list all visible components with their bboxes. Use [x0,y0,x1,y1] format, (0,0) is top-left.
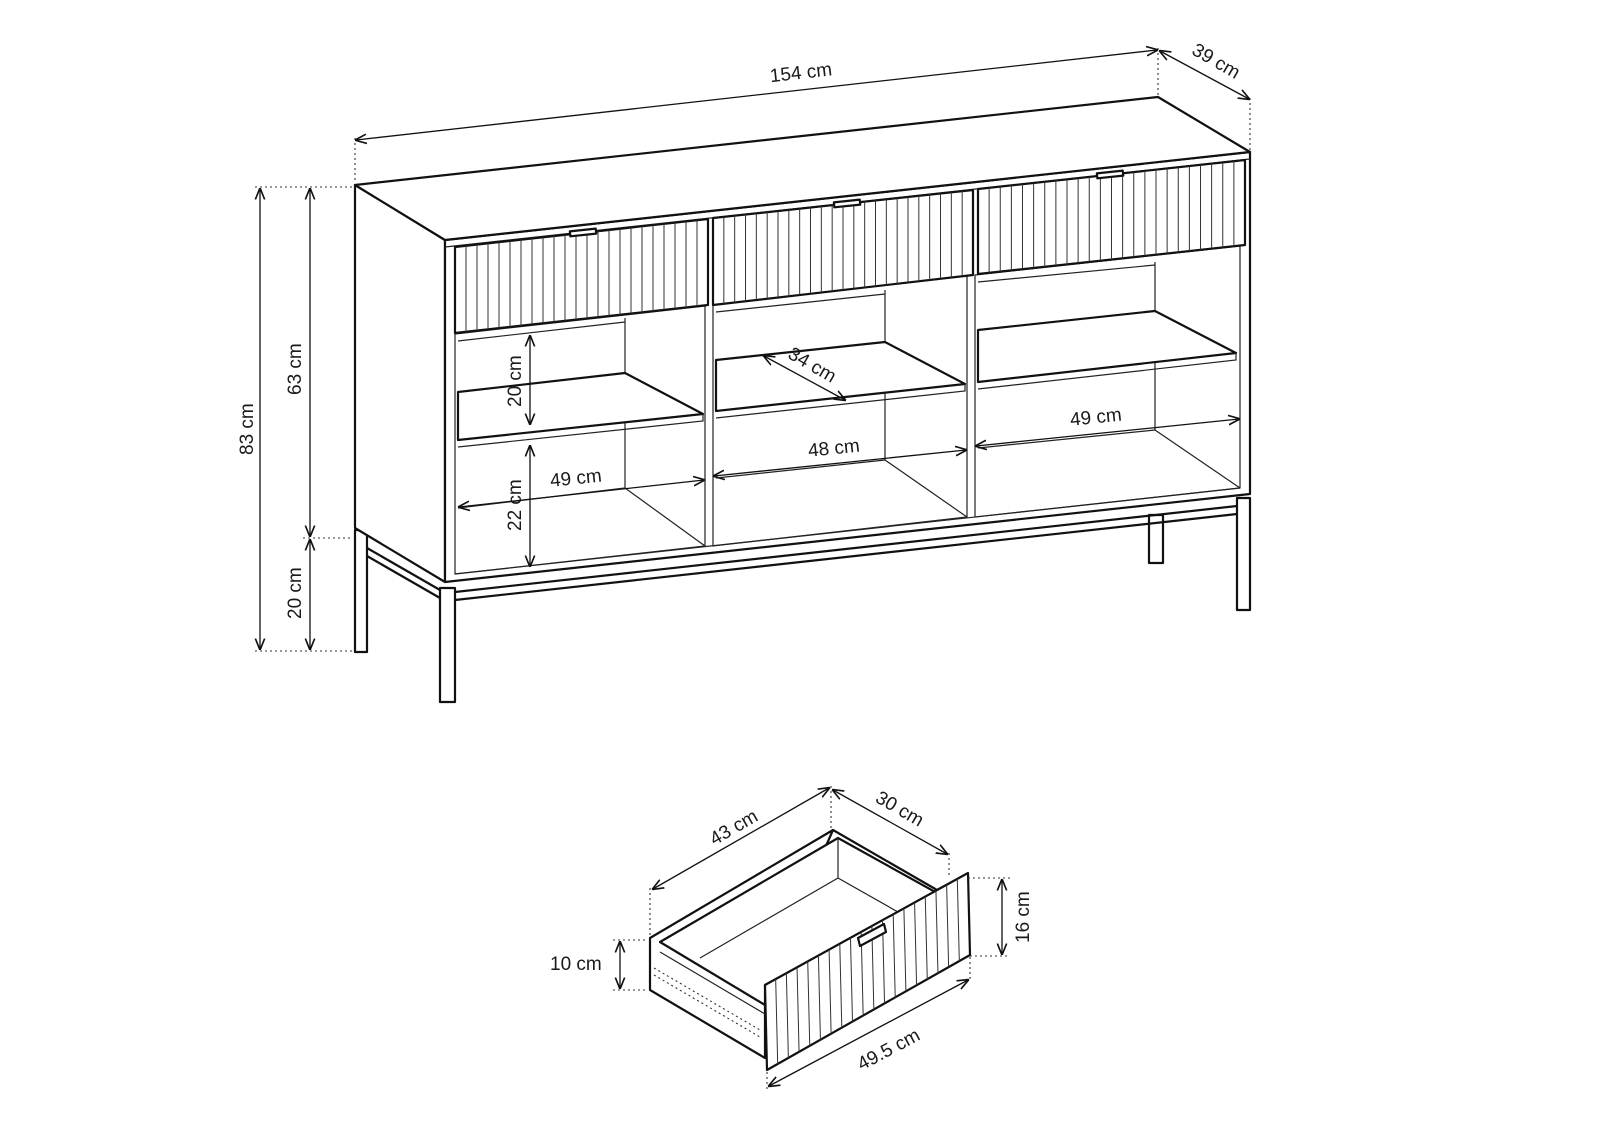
drawer-rib [935,890,939,974]
shelf-depth-dimension-line [764,356,845,400]
body-height-label: 63 cm [285,343,306,395]
leg-front-right [1235,496,1252,612]
drawer-side-height-label: 10 cm [550,954,602,975]
drawer-fronts [453,158,1247,335]
drawer-rib [946,884,950,968]
shelf-left [456,371,705,448]
drawer-rib [956,878,960,962]
drawer-back-width-label: 30 cm [872,787,927,831]
shelf-right [976,309,1238,390]
drawer-front-width-dimension-line [769,980,968,1086]
drawer-handle-left [568,227,598,238]
drawer-rib [924,896,928,980]
drawer-back-width-dimension-line [833,790,947,854]
upper-shelf-height-label: 20 cm [505,355,526,407]
depth-label: 39 cm [1188,40,1243,84]
drawer-side-inner-line [659,951,766,1015]
drawer-ribs [465,220,698,332]
left-compartment-width-dimension-line [459,480,704,507]
drawer-ribs [988,161,1235,273]
drawer-slide-rail [653,967,761,1031]
lower-shelf-height-label: 22 cm [505,479,526,531]
leg-height-label: 20 cm [285,567,306,619]
width-dimension-line [356,50,1157,140]
side-panel-left [353,183,447,584]
drawer-front-height-label: 16 cm [1013,891,1034,943]
depth-dimension-line [1160,51,1249,99]
total-height-label: 83 cm [237,403,258,455]
width-label: 154 cm [769,59,833,87]
drawer-handle-middle [832,198,862,209]
leg-frame [366,504,1238,602]
drawer-floor-edge [837,877,906,917]
drawer-side-length-label: 43 cm [706,806,761,850]
drawer-front-left [453,217,710,335]
drawer-ribs [723,191,963,304]
drawer-handle-right [1095,169,1125,180]
middle-compartment-width-dimension-line [714,450,966,476]
drawer-rib [914,902,918,986]
drawer-rib [903,908,907,992]
sideboard [353,95,1252,704]
leg-front-left [438,586,457,704]
drawer-detail [648,828,972,1072]
drawer-front-width-label: 49.5 cm [854,1025,924,1075]
drawer-handle-notch [856,922,888,948]
leg-back-left [353,528,369,654]
drawer-side-length-dimension-line [653,788,829,889]
drawer-slide-rail [653,974,761,1038]
right-compartment-width-dimension-line [976,419,1239,446]
